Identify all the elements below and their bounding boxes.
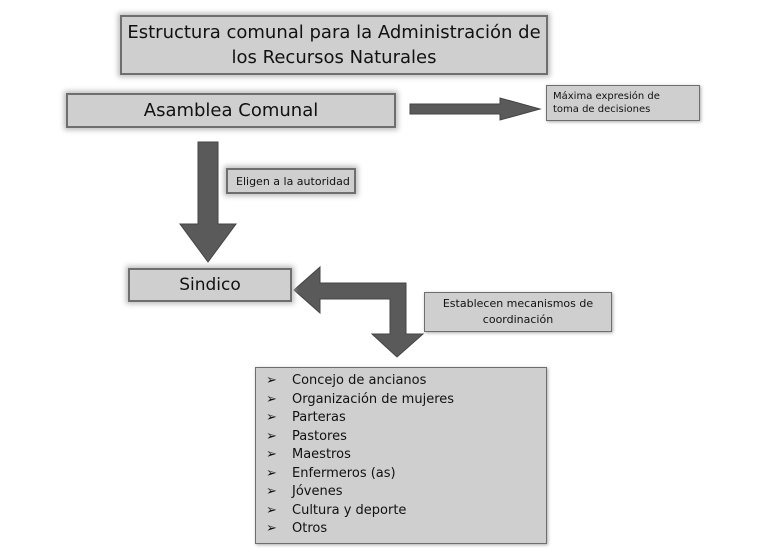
list-item: ➢ Enfermeros (as) [266,465,546,484]
sindico-text: Sindico [179,275,241,295]
establecen-box: Establecen mecanismos de coordinación [424,292,612,332]
list-item: ➢ Organización de mujeres [266,391,546,410]
list-item: ➢ Jóvenes [266,483,546,502]
arrow-bullet-icon: ➢ [266,502,277,518]
list-item-text: Pastores [292,428,347,444]
list-item-text: Jóvenes [292,484,343,499]
list-item: ➢ Cultura y deporte [266,502,546,521]
list-item-text: Enfermeros (as) [292,465,396,481]
list-item-text: Organización de mujeres [292,391,455,407]
list-item-text: Parteras [292,410,346,425]
list-item-text: Otros [292,521,328,536]
list-item: ➢ Pastores [266,428,546,447]
title-box: Estructura comunal para la Administració… [120,15,548,75]
organizations-list: ➢ Concejo de ancianos ➢ Organización de muj… [255,367,547,544]
arrow-bullet-icon: ➢ [266,373,277,388]
maxima-text: Máxima expresión de toma de decisiones [553,91,660,115]
asamblea-text: Asamblea Comunal [143,100,319,121]
eligen-box: Eligen a la autoridad [226,168,356,194]
arrow-bullet-icon: ➢ [266,391,277,407]
establecen-text: Establecen mecanismos de coordinación [442,297,594,326]
asamblea-box: Asamblea Comunal [66,93,396,128]
title-text: Estructura comunal para la Administració… [127,22,541,68]
maxima-box: Máxima expresión de toma de decisiones [546,85,700,121]
list-item-text: Maestros [292,447,351,462]
list-item: ➢ Parteras [266,409,546,428]
list-item: ➢ Maestros [266,446,546,465]
right-arrow [409,97,542,121]
list-item: ➢ Concejo de ancianos [266,372,546,391]
list-item-text: Cultura y deporte [292,502,407,518]
arrow-bullet-icon: ➢ [266,410,277,425]
bent-arrow [293,265,425,358]
arrow-bullet-icon: ➢ [266,447,277,462]
eligen-text: Eligen a la autoridad [236,174,350,188]
list-item-text: Concejo de ancianos [292,373,427,388]
sindico-box: Sindico [128,268,292,302]
list-item: ➢ Otros [266,520,546,539]
arrow-bullet-icon: ➢ [266,428,277,444]
down-arrow [179,141,237,263]
arrow-bullet-icon: ➢ [266,484,277,499]
arrow-bullet-icon: ➢ [266,521,277,536]
arrow-bullet-icon: ➢ [266,465,277,481]
